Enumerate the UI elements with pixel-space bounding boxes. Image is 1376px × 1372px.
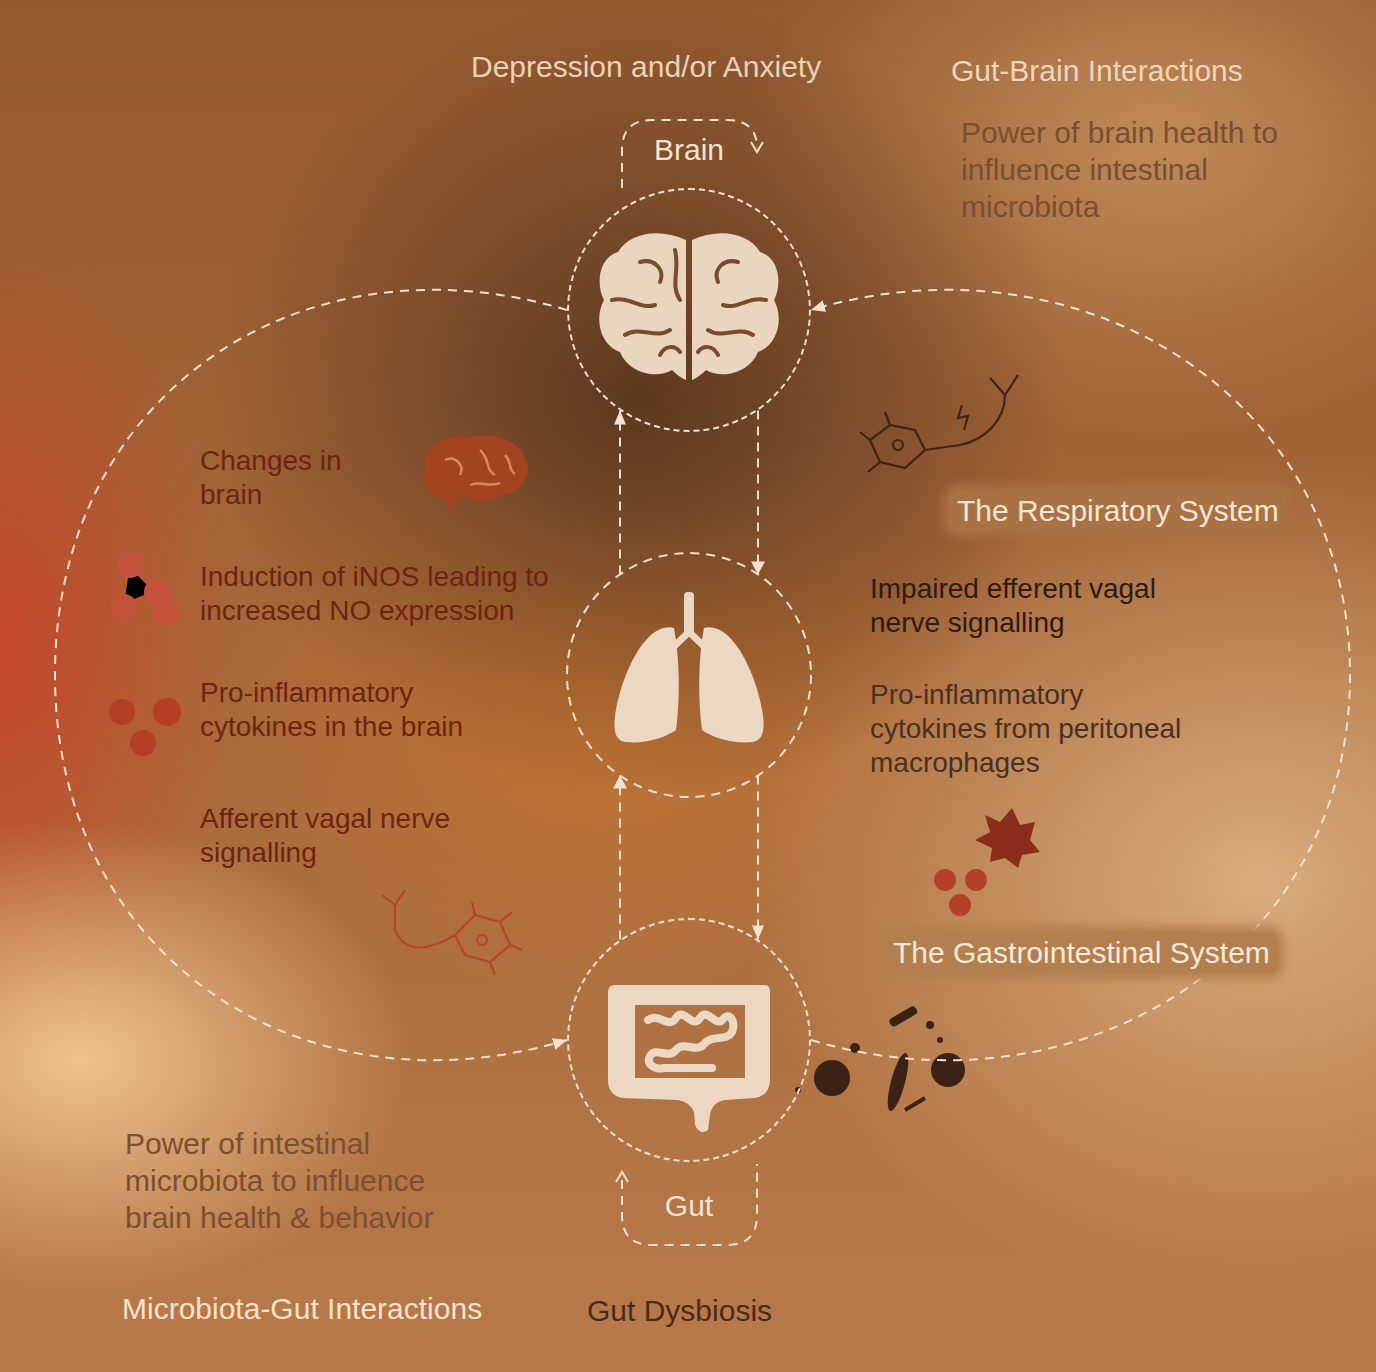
- organ-circle: Gut: [567, 918, 811, 1162]
- neuron-icon: [382, 890, 522, 975]
- annotation-label: Afferent vagal nerve signalling: [200, 802, 520, 870]
- label-holder: Induction of iNOS leading to increased N…: [200, 560, 592, 628]
- label-holder: Power of brain health to influence intes…: [961, 114, 1281, 225]
- bacterium: [814, 1060, 850, 1096]
- dashed-connector: [55, 290, 567, 1060]
- small-intestine: [648, 1015, 733, 1069]
- annotation-label: Depression and/or Anxiety: [471, 48, 821, 85]
- dashed-connector: [619, 411, 621, 940]
- label-holder: The Respiratory System: [949, 490, 1287, 531]
- lung-lobe: [699, 627, 763, 742]
- loop-arrow: [751, 142, 763, 152]
- annotation-label: Pro-inflammatory cytokines from peritone…: [870, 678, 1205, 780]
- neuron-axon: [860, 375, 1018, 472]
- bacteria-icon: [795, 1005, 965, 1113]
- annotation-label: Induction of iNOS leading to increased N…: [200, 560, 592, 628]
- lungs-circle: [567, 553, 811, 797]
- atom: [153, 599, 179, 625]
- cytokine-dot: [965, 869, 987, 891]
- brain-folds: [445, 450, 515, 485]
- macrophage-icon: [975, 808, 1040, 868]
- cytokine-dot: [949, 894, 971, 916]
- gut-icon: [608, 985, 770, 1132]
- neuron-body: [455, 915, 510, 962]
- bacterium: [883, 1051, 912, 1113]
- annotation-label: Gut-Brain Interactions: [951, 52, 1243, 89]
- bacterium: [795, 1087, 801, 1093]
- brain-icon: [599, 233, 779, 380]
- annotation-label: Power of brain health to influence intes…: [961, 114, 1281, 225]
- bacterium: [905, 1098, 925, 1110]
- annotation-label: Gut Dysbiosis: [587, 1292, 772, 1329]
- atom: [111, 594, 137, 620]
- loop-arrow: [616, 1172, 628, 1182]
- arrow-head: [751, 561, 765, 574]
- bacterium: [931, 1053, 965, 1087]
- label-holder: Gut Dysbiosis: [587, 1292, 772, 1329]
- annotation-label: Changes in brain: [200, 444, 390, 512]
- bacterium: [937, 1037, 943, 1043]
- label-holder: Changes in brain: [200, 444, 390, 512]
- annotation-label: The Gastrointestinal System: [885, 932, 1278, 973]
- lungs-icon: [614, 592, 763, 742]
- molecule-icon: [111, 552, 179, 625]
- label-holder: Microbiota-Gut Interactions: [122, 1290, 482, 1327]
- label-holder: Depression and/or Anxiety: [471, 48, 821, 85]
- neuron-body: [870, 425, 925, 468]
- cytokine-dot: [153, 698, 181, 726]
- organ-circle: Brain: [567, 188, 811, 432]
- label-holder: Pro-inflammatory cytokines in the brain: [200, 676, 530, 744]
- annotation-label: The Respiratory System: [949, 490, 1287, 531]
- dashed-connector: [811, 290, 1350, 1060]
- small-brain-icon: [424, 435, 528, 515]
- neuron-icon: [860, 375, 1018, 472]
- large-intestine: [608, 985, 770, 1132]
- label-holder: Gut-Brain Interactions: [951, 52, 1243, 89]
- lung-lobe: [614, 627, 678, 742]
- cytokine-icon: [109, 698, 181, 756]
- brain-folds: [612, 250, 766, 355]
- annotation-label: Impaired efferent vagal nerve signalling: [870, 572, 1220, 640]
- bacterium: [926, 1021, 934, 1029]
- annotation-label: Pro-inflammatory cytokines in the brain: [200, 676, 530, 744]
- cytokine-icon: [934, 869, 987, 916]
- label-holder: Pro-inflammatory cytokines from peritone…: [870, 678, 1205, 780]
- neuron-nucleus: [893, 440, 903, 450]
- brain-shape: [424, 435, 528, 515]
- arrow-head: [613, 776, 627, 789]
- cytokine-dot: [934, 869, 956, 891]
- annotation-label: Microbiota-Gut Interactions: [122, 1290, 482, 1327]
- label-holder: Impaired efferent vagal nerve signalling: [870, 572, 1220, 640]
- label-holder: Power of intestinal microbiota to influe…: [125, 1125, 445, 1236]
- bacterium: [888, 1005, 918, 1028]
- neuron-axon: [382, 890, 522, 975]
- label-holder: Afferent vagal nerve signalling: [200, 802, 520, 870]
- label-holder: The Gastrointestinal System: [885, 932, 1278, 973]
- neuron-nucleus: [477, 935, 487, 945]
- atom: [117, 552, 143, 578]
- dashed-connector: [757, 411, 759, 940]
- cytokine-dot: [109, 699, 135, 725]
- organ-label: Gut: [569, 1188, 809, 1224]
- annotation-label: Power of intestinal microbiota to influe…: [125, 1125, 445, 1236]
- organ-label: Brain: [569, 132, 809, 168]
- cytokine-dot: [130, 730, 156, 756]
